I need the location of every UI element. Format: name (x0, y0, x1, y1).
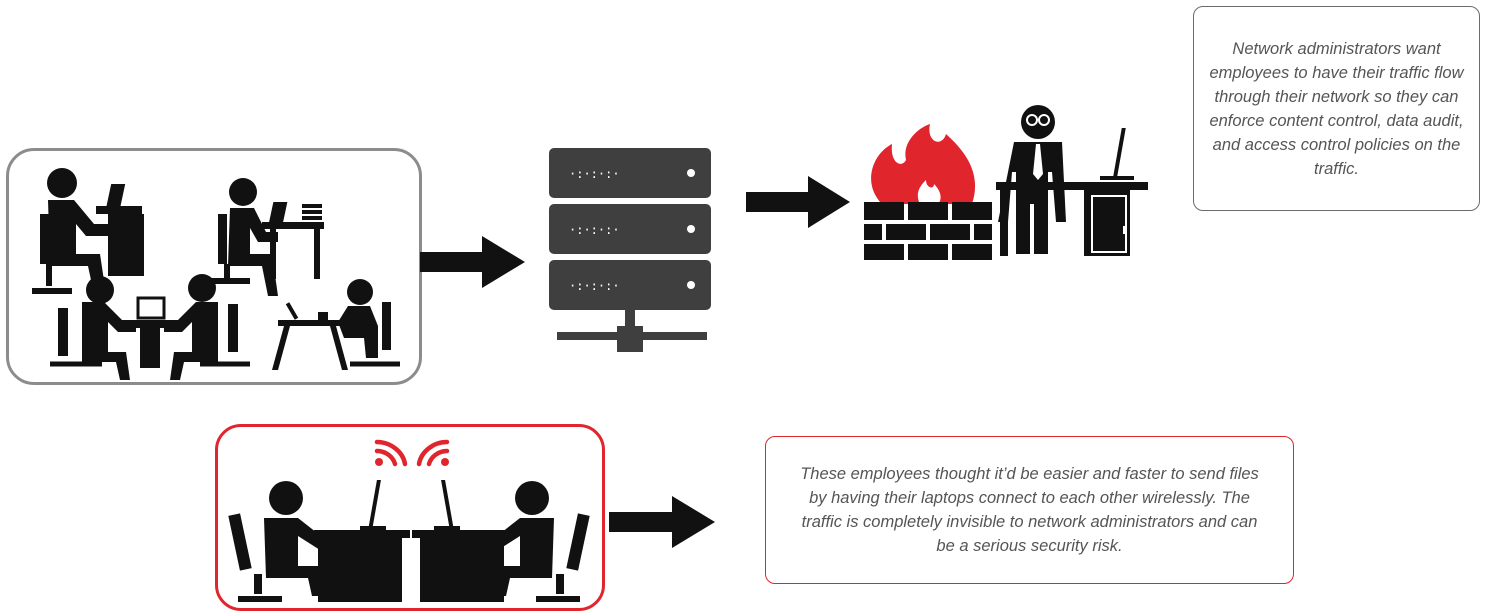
arrow-right-icon (609, 496, 715, 548)
admin-policy-note: Network administrators want employees to… (1193, 6, 1480, 211)
arrow-right-icon (420, 236, 525, 288)
svg-text:·:·:·:·: ·:·:·:· (569, 167, 620, 181)
ad-hoc-employees-icon (228, 480, 590, 602)
wifi-signal-icon (374, 439, 408, 467)
office-workers-icon (32, 168, 400, 380)
server-rack-icon: ·:·:·:· ·:·:·:· ·:·:·:· (549, 148, 711, 352)
security-risk-note: These employees thought it’d be easier a… (765, 436, 1294, 584)
wifi-signal-icon (416, 439, 450, 467)
firewall-icon (864, 124, 992, 260)
security-risk-text: These employees thought it’d be easier a… (800, 465, 1259, 555)
arrow-right-icon (746, 176, 850, 228)
svg-text:·:·:·:·: ·:·:·:· (569, 223, 620, 237)
ad-hoc-employees-box (215, 424, 605, 611)
svg-text:·:·:·:·: ·:·:·:· (569, 279, 620, 293)
network-admin-icon (996, 105, 1148, 256)
admin-policy-text: Network administrators want employees to… (1209, 39, 1464, 178)
